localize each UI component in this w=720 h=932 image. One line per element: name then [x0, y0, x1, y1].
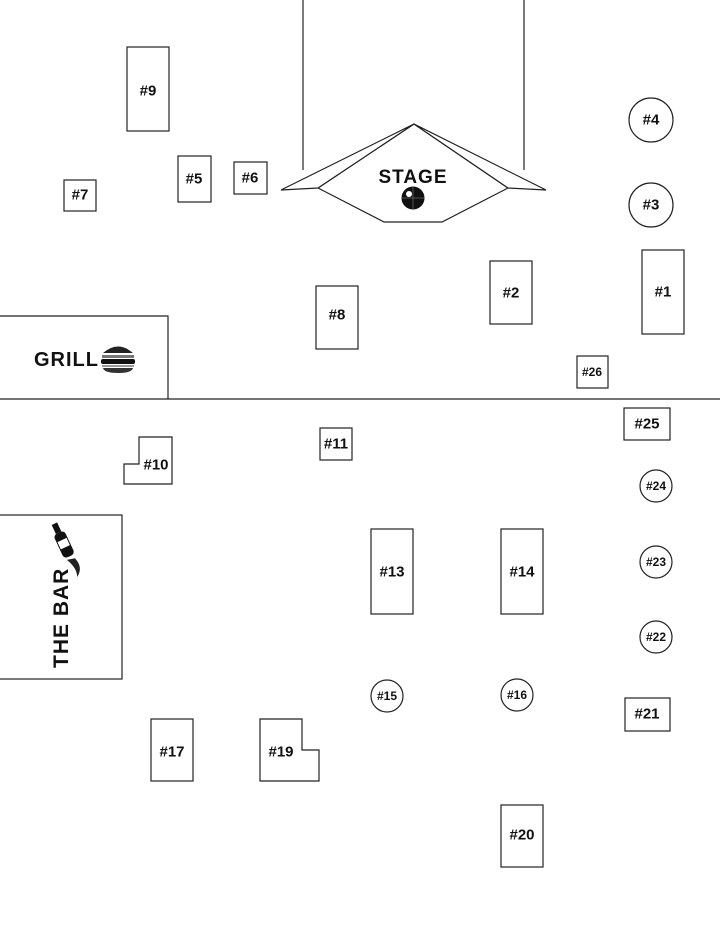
table-label: #6 — [242, 170, 259, 187]
table-label: #9 — [140, 83, 157, 100]
table-20[interactable]: #20 — [500, 804, 544, 868]
table-17[interactable]: #17 — [150, 718, 194, 782]
table-1[interactable]: #1 — [641, 249, 685, 335]
table-label: #3 — [643, 197, 660, 214]
bar-area: THE BAR — [0, 514, 123, 680]
table-14[interactable]: #14 — [500, 528, 544, 615]
beer-bottle-icon — [51, 522, 80, 578]
table-3[interactable]: #3 — [628, 182, 674, 228]
table-23[interactable]: #23 — [639, 545, 673, 579]
table-21[interactable]: #21 — [624, 697, 671, 732]
table-26[interactable]: #26 — [576, 355, 609, 389]
table-8[interactable]: #8 — [315, 285, 359, 350]
table-label: #11 — [324, 436, 348, 453]
table-5[interactable]: #5 — [177, 155, 212, 203]
table-label: #13 — [379, 564, 404, 581]
table-label: #22 — [646, 630, 666, 644]
disco-ball-icon — [401, 186, 425, 210]
burger-icon — [101, 346, 135, 373]
stage-label: STAGE — [378, 167, 447, 188]
stage-curtain-left — [280, 123, 415, 191]
table-label: #21 — [634, 706, 659, 723]
table-2[interactable]: #2 — [489, 260, 533, 325]
table-label: #5 — [186, 171, 203, 188]
table-label: #16 — [507, 688, 527, 702]
table-label: #10 — [143, 457, 168, 474]
table-label: #23 — [646, 555, 666, 569]
grill-wall — [0, 315, 169, 399]
table-25[interactable]: #25 — [623, 407, 671, 441]
table-19[interactable]: #19 — [259, 718, 320, 782]
table-4[interactable]: #4 — [628, 97, 674, 143]
table-label: #26 — [582, 365, 602, 379]
table-label: #14 — [509, 564, 535, 581]
table-label: #7 — [72, 187, 89, 204]
table-11[interactable]: #11 — [319, 427, 353, 461]
table-label: #19 — [268, 744, 293, 761]
table-15[interactable]: #15 — [370, 679, 404, 713]
table-7[interactable]: #7 — [63, 179, 97, 212]
table-label: #1 — [655, 284, 672, 301]
table-label: #17 — [159, 744, 184, 761]
grill-area: GRILL — [0, 315, 169, 399]
table-9[interactable]: #9 — [126, 46, 170, 132]
table-13[interactable]: #13 — [370, 528, 414, 615]
table-label: #4 — [643, 112, 660, 129]
table-label: #24 — [646, 479, 666, 493]
bar-label: THE BAR — [50, 568, 73, 668]
table-16[interactable]: #16 — [500, 678, 534, 712]
table-24[interactable]: #24 — [639, 469, 673, 503]
table-label: #2 — [503, 285, 520, 302]
table-6[interactable]: #6 — [233, 161, 268, 195]
stage-curtain-right — [413, 123, 547, 191]
stage-area: STAGE — [280, 0, 547, 223]
table-22[interactable]: #22 — [639, 620, 673, 654]
table-label: #25 — [634, 416, 659, 433]
table-label: #15 — [377, 689, 397, 703]
table-label: #20 — [509, 827, 534, 844]
table-label: #8 — [329, 307, 346, 324]
grill-label: GRILL — [34, 349, 99, 371]
table-10[interactable]: #10 — [123, 436, 173, 485]
